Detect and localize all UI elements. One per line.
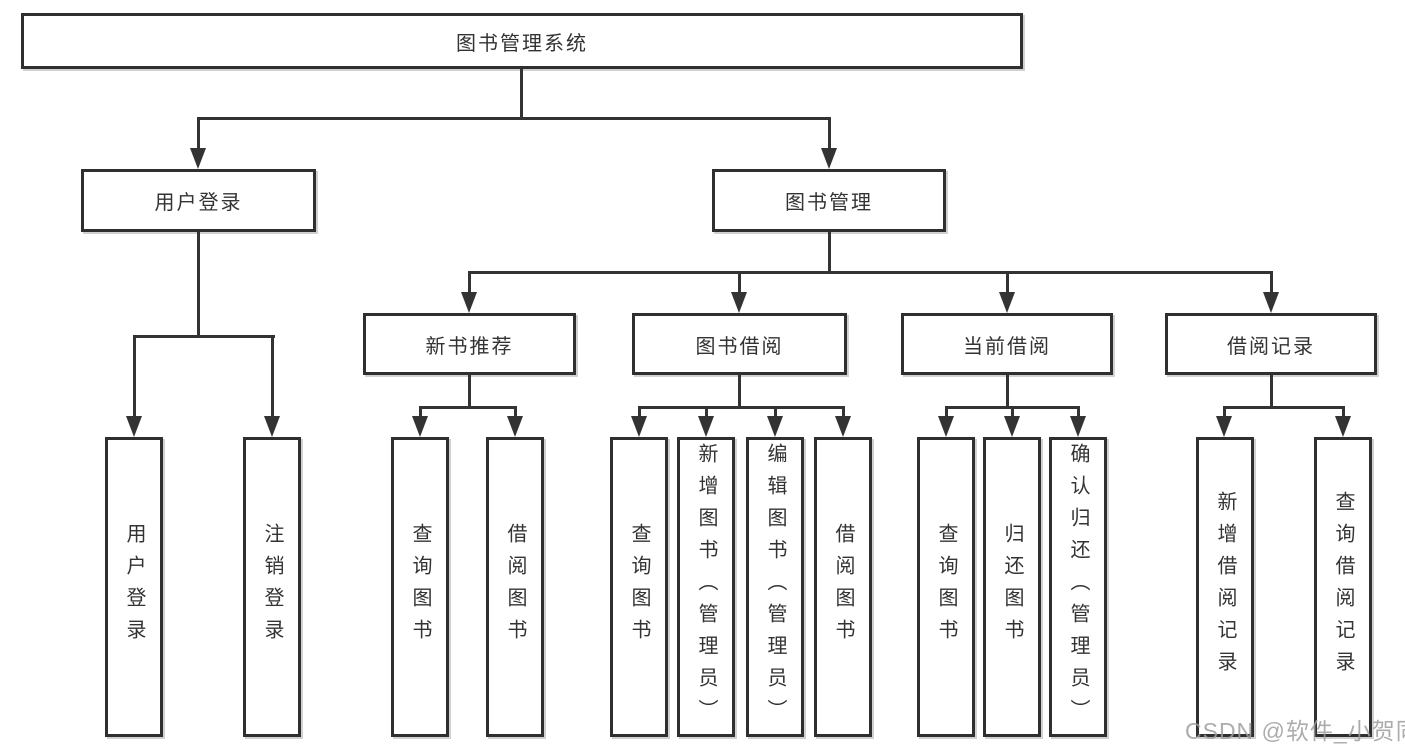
node-book-borrow: 图书借阅 bbox=[632, 313, 847, 375]
leaf-query-borrow-record-label: 查询借阅记录 bbox=[1332, 491, 1354, 683]
connector-borrow-drop-3 bbox=[774, 406, 777, 418]
arrowhead-down bbox=[264, 416, 280, 437]
leaf-edit-books-admin-label: 编辑图书（管理员） bbox=[764, 443, 786, 731]
arrowhead-down bbox=[1263, 292, 1279, 313]
connector-userlogin-drop-2 bbox=[271, 335, 274, 417]
connector-current-drop-1 bbox=[945, 406, 948, 418]
arrowhead-down bbox=[938, 416, 954, 437]
connector-recommend-bar bbox=[419, 406, 517, 409]
connector-current-drop-2 bbox=[1011, 406, 1014, 418]
connector-bookmgmt-drop-4 bbox=[1270, 271, 1273, 295]
connector-root-drop-right bbox=[828, 117, 831, 151]
arrowhead-down bbox=[1335, 416, 1351, 437]
arrowhead-down bbox=[835, 416, 851, 437]
arrowhead-down bbox=[767, 416, 783, 437]
node-borrow-records: 借阅记录 bbox=[1165, 313, 1377, 375]
arrowhead-down bbox=[698, 416, 714, 437]
connector-records-drop-1 bbox=[1223, 406, 1226, 418]
csdn-watermark: CSDN @软件_小贺同学 bbox=[1185, 718, 1405, 744]
arrowhead-down bbox=[631, 416, 647, 437]
node-new-book-recommend: 新书推荐 bbox=[363, 313, 576, 375]
connector-bookmgmt-drop-3 bbox=[1006, 271, 1009, 295]
connector-current-drop-3 bbox=[1077, 406, 1080, 418]
leaf-query-borrow-record: 查询借阅记录 bbox=[1314, 437, 1372, 737]
connector-records-stem bbox=[1270, 375, 1273, 408]
node-book-management-label: 图书管理 bbox=[785, 192, 873, 214]
connector-root-bar bbox=[197, 117, 831, 120]
connector-bookmgmt-drop-1 bbox=[468, 271, 471, 295]
connector-borrow-drop-1 bbox=[638, 406, 641, 418]
node-new-book-recommend-label: 新书推荐 bbox=[425, 335, 514, 358]
leaf-add-books-admin-label: 新增图书（管理员） bbox=[695, 443, 717, 731]
connector-records-drop-2 bbox=[1342, 406, 1345, 418]
leaf-add-books-admin: 新增图书（管理员） bbox=[677, 437, 735, 737]
arrowhead-down bbox=[1070, 416, 1086, 437]
node-root-label: 图书管理系统 bbox=[456, 32, 588, 55]
node-current-borrow: 当前借阅 bbox=[901, 313, 1113, 375]
arrowhead-down bbox=[1004, 416, 1020, 437]
node-user-login: 用户登录 bbox=[81, 169, 316, 232]
leaf-recommend-borrow-books-label: 借阅图书 bbox=[504, 523, 526, 651]
connector-bookmgmt-drop-2 bbox=[738, 271, 741, 295]
leaf-confirm-return-admin-label: 确认归还（管理员） bbox=[1067, 443, 1089, 731]
leaf-borrow-books: 借阅图书 bbox=[814, 437, 872, 737]
connector-recommend-stem bbox=[468, 375, 471, 408]
arrowhead-down bbox=[126, 416, 142, 437]
leaf-return-books-label: 归还图书 bbox=[1001, 523, 1023, 651]
arrowhead-down bbox=[461, 292, 477, 313]
node-borrow-records-label: 借阅记录 bbox=[1227, 335, 1315, 358]
leaf-confirm-return-admin: 确认归还（管理员） bbox=[1049, 437, 1107, 737]
leaf-recommend-query-books-label: 查询图书 bbox=[409, 523, 431, 651]
leaf-logout-label: 注销登录 bbox=[261, 523, 283, 651]
connector-borrow-stem bbox=[738, 375, 741, 408]
leaf-edit-books-admin: 编辑图书（管理员） bbox=[746, 437, 804, 737]
leaf-return-books: 归还图书 bbox=[983, 437, 1041, 737]
connector-records-bar bbox=[1223, 406, 1345, 409]
leaf-current-query-books: 查询图书 bbox=[917, 437, 975, 737]
arrowhead-down bbox=[507, 416, 523, 437]
arrowhead-down bbox=[821, 148, 837, 169]
connector-bookmgmt-bar bbox=[468, 271, 1273, 274]
arrowhead-down bbox=[412, 416, 428, 437]
connector-userlogin-drop-1 bbox=[133, 335, 136, 417]
leaf-add-borrow-record: 新增借阅记录 bbox=[1196, 437, 1254, 737]
connector-recommend-drop-1 bbox=[419, 406, 422, 418]
leaf-recommend-query-books: 查询图书 bbox=[391, 437, 449, 737]
connector-recommend-drop-2 bbox=[514, 406, 517, 418]
connector-current-stem bbox=[1006, 375, 1009, 408]
leaf-borrow-books-label: 借阅图书 bbox=[832, 523, 854, 651]
leaf-borrow-query-books: 查询图书 bbox=[610, 437, 668, 737]
connector-userlogin-stem bbox=[197, 232, 200, 337]
connector-borrow-bar bbox=[638, 406, 845, 409]
arrowhead-down bbox=[999, 292, 1015, 313]
node-user-login-label: 用户登录 bbox=[154, 192, 243, 214]
arrowhead-down bbox=[1216, 416, 1232, 437]
leaf-user-login-label: 用户登录 bbox=[123, 523, 145, 651]
leaf-recommend-borrow-books: 借阅图书 bbox=[486, 437, 544, 737]
node-book-management: 图书管理 bbox=[712, 169, 946, 232]
leaf-logout: 注销登录 bbox=[243, 437, 301, 737]
leaf-borrow-query-books-label: 查询图书 bbox=[628, 523, 650, 651]
connector-userlogin-bar bbox=[133, 335, 275, 338]
node-current-borrow-label: 当前借阅 bbox=[963, 335, 1051, 358]
connector-borrow-drop-2 bbox=[705, 406, 708, 418]
leaf-current-query-books-label: 查询图书 bbox=[935, 523, 957, 651]
connector-borrow-drop-4 bbox=[842, 406, 845, 418]
leaf-add-borrow-record-label: 新增借阅记录 bbox=[1214, 491, 1236, 683]
node-book-borrow-label: 图书借阅 bbox=[695, 335, 784, 358]
connector-bookmgmt-stem bbox=[828, 232, 831, 273]
arrowhead-down bbox=[731, 292, 747, 313]
arrowhead-down bbox=[190, 148, 206, 169]
connector-root-stem bbox=[520, 69, 523, 119]
node-root: 图书管理系统 bbox=[21, 13, 1023, 69]
connector-root-drop-left bbox=[197, 117, 200, 151]
leaf-user-login: 用户登录 bbox=[105, 437, 163, 737]
